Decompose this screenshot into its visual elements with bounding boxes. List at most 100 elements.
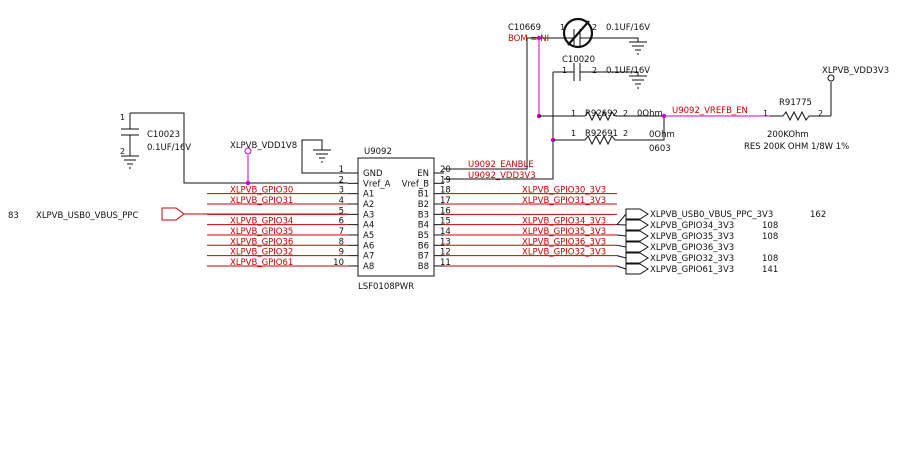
offpage-arrow-icon	[625, 252, 649, 264]
usb-input-page: 83	[8, 211, 19, 221]
r92692-refdes: R92692	[585, 109, 618, 119]
c10669-pin1: 1	[560, 23, 565, 32]
c10023-pin2: 2	[120, 147, 125, 156]
ic-pin-number-2: 2	[339, 175, 344, 185]
ic-pin-number-11: 11	[440, 258, 451, 268]
r91775-desc: RES 200K OHM 1/8W 1%	[744, 142, 849, 152]
net-label-vdd1v8: XLPVB_VDD1V8	[230, 141, 297, 151]
c10669-pin2: 2	[592, 23, 597, 32]
ic-pin-name-5: A3	[363, 210, 374, 220]
resistor-r92691[interactable]: 1 R92691 2 0Ohm 0603	[553, 116, 675, 154]
c10023-value: 0.1UF/16V	[147, 143, 191, 153]
c10020-pin1: 1	[562, 66, 567, 75]
ic-pin-name-4: A2	[363, 200, 374, 210]
net-label-left-10: XLPVB_GPIO61	[230, 258, 293, 268]
ic-pin-name-15: B4	[418, 221, 429, 231]
r91775-refdes: R91775	[779, 98, 812, 108]
offpage-name-1: XLPVB_GPIO34_3V3	[650, 221, 734, 231]
c10023-pin1: 1	[120, 113, 125, 122]
net-vdd3v3[interactable]: XLPVB_VDD3V3	[822, 66, 889, 116]
ic-pin-number-17: 17	[440, 196, 451, 206]
ic-pin-number-1: 1	[339, 165, 344, 175]
connector-jog	[616, 244, 627, 248]
offpage-input-usb0-vbus[interactable]: 83 XLPVB_USB0_VBUS_PPC	[8, 207, 348, 221]
offpage-outputs: XLPVB_USB0_VBUS_PPC_3V3 162XLPVB_GPIO34_3…	[616, 208, 826, 275]
net-label-left-3: XLPVB_GPIO30	[230, 186, 293, 196]
resistor-r92692[interactable]: 1 R92692 2 0Ohm	[539, 109, 664, 122]
offpage-connector-3[interactable]: XLPVB_GPIO36_3V3	[616, 241, 734, 253]
r91775-value: 200KOhm	[767, 130, 809, 140]
net-label-right-17: XLPVB_GPIO31_3V3	[522, 196, 606, 206]
offpage-connector-1[interactable]: XLPVB_GPIO34_3V3 108	[616, 219, 778, 231]
ic-pin-name-7: A5	[363, 231, 374, 241]
ic-pin-name-12: B7	[418, 252, 429, 262]
c10020-value: 0.1UF/16V	[606, 66, 650, 76]
ground-symbol-c10023	[121, 155, 139, 169]
c10669-refdes: C10669	[508, 23, 541, 33]
offpage-connector-4[interactable]: XLPVB_GPIO32_3V3 108	[616, 252, 778, 264]
ic-pin-name-1: GND	[363, 169, 383, 179]
connector-jog	[616, 265, 627, 270]
r92691-refdes: R92691	[585, 129, 618, 139]
c10020-refdes: C10020	[562, 55, 595, 65]
c10669-bom: BOM = NI	[508, 34, 549, 44]
offpage-arrow-icon	[625, 219, 649, 231]
usb-input-name: XLPVB_USB0_VBUS_PPC	[36, 211, 138, 221]
r92691-pin1: 1	[571, 129, 576, 138]
ic-pin-number-8: 8	[339, 237, 344, 247]
net-gnd-pin1	[301, 139, 348, 174]
offpage-page-4: 108	[762, 254, 778, 264]
resistor-r91775[interactable]: 1 R91775 2 200KOhm RES 200K OHM 1/8W 1%	[744, 98, 849, 152]
capacitor-c10023[interactable]: 1 2 C10023 0.1UF/16V	[120, 112, 348, 184]
ic-pin-number-7: 7	[339, 227, 344, 237]
net-label-left-4: XLPVB_GPIO31	[230, 196, 293, 206]
net-label-right-14: XLPVB_GPIO35_3V3	[522, 227, 606, 237]
r91775-pin2: 2	[818, 109, 823, 118]
net-label-left-9: XLPVB_GPIO32	[230, 248, 293, 258]
net-label-right-13: XLPVB_GPIO36_3V3	[522, 237, 606, 247]
c10669-value: 0.1UF/16V	[606, 23, 650, 33]
connector-jog	[616, 255, 627, 259]
ic-part-number: LSF0108PWR	[358, 282, 414, 292]
ic-pin-name-20: EN	[417, 169, 429, 179]
offpage-name-2: XLPVB_GPIO35_3V3	[650, 232, 734, 242]
offpage-name-4: XLPVB_GPIO32_3V3	[650, 254, 734, 264]
ic-refdes: U9092	[364, 147, 392, 157]
r91775-pin1: 1	[763, 109, 768, 118]
offpage-arrow-icon	[625, 241, 649, 253]
net-vdd1v8[interactable]: XLPVB_VDD1V8	[230, 141, 297, 186]
offpage-name-0: XLPVB_USB0_VBUS_PPC_3V3	[650, 210, 773, 220]
offpage-page-0: 162	[810, 210, 826, 220]
offpage-page-1: 108	[762, 221, 778, 231]
net-label-vdd3v3: XLPVB_VDD3V3	[822, 66, 889, 76]
c10023-refdes: C10023	[147, 130, 180, 140]
offpage-page-2: 108	[762, 232, 778, 242]
ic-pin-name-17: B2	[418, 200, 429, 210]
c10020-pin2: 2	[592, 66, 597, 75]
ic-pin-number-4: 4	[339, 196, 344, 206]
ic-pin-number-18: 18	[440, 186, 451, 196]
net-vrefb-en[interactable]: U9092_VREFB_EN	[661, 106, 770, 119]
r92691-pin2: 2	[623, 129, 628, 138]
ic-pin-number-6: 6	[339, 217, 344, 227]
net-label-right-18: XLPVB_GPIO30_3V3	[522, 186, 606, 196]
r92692-pin2: 2	[623, 109, 628, 118]
ic-pin-number-12: 12	[440, 248, 451, 258]
right-side-nets: XLPVB_GPIO30_3V3XLPVB_GPIO31_3V3XLPVB_GP…	[444, 186, 617, 267]
ic-pin-name-16: B3	[418, 210, 429, 220]
offpage-name-5: XLPVB_GPIO61_3V3	[650, 265, 734, 275]
capacitor-c10669[interactable]: C10669 BOM = NI 1 2 0.1UF/16V	[508, 17, 650, 55]
r92691-footprint: 0603	[649, 144, 671, 154]
offpage-connector-2[interactable]: XLPVB_GPIO35_3V3 108	[616, 230, 778, 242]
ic-pin-number-20: 20	[440, 165, 451, 175]
r92691-value: 0Ohm	[649, 130, 675, 140]
capacitor-c10020[interactable]: C10020 1 2 0.1UF/16V	[553, 55, 650, 89]
offpage-connector-0[interactable]: XLPVB_USB0_VBUS_PPC_3V3 162	[616, 208, 826, 225]
ic-pin-number-9: 9	[339, 248, 344, 258]
net-label-left-7: XLPVB_GPIO35	[230, 227, 293, 237]
ic-pin-name-14: B5	[418, 231, 429, 241]
